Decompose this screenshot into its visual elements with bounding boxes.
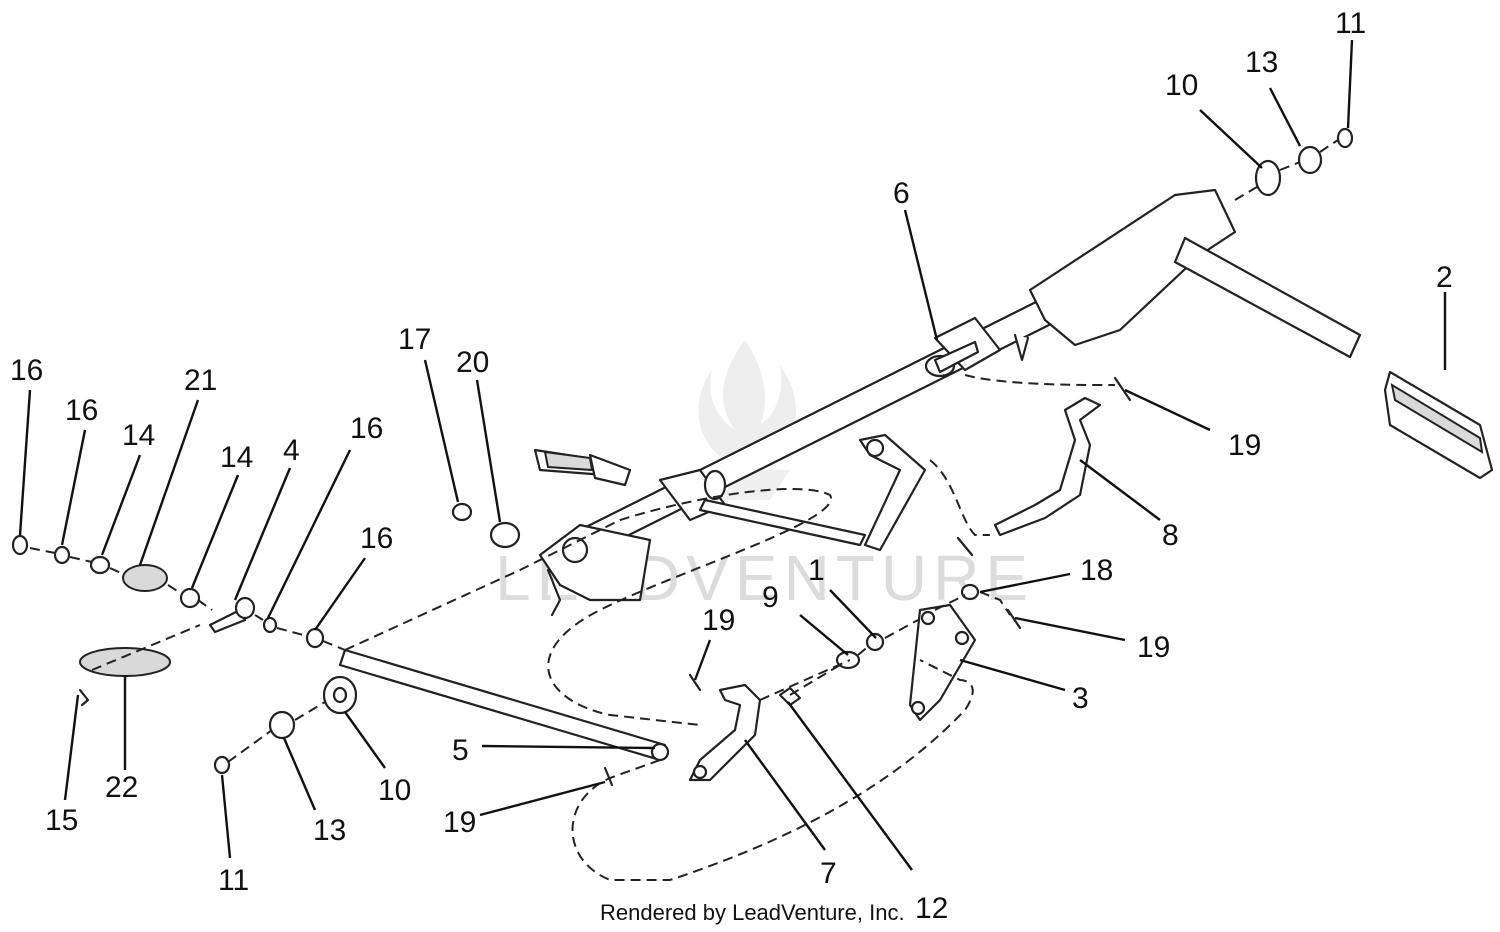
callout-19: 19 [1137,631,1170,664]
left-hardware [11,534,358,775]
callout-11: 11 [1335,7,1366,40]
lower-rod-5 [338,648,670,762]
callout-16: 16 [10,354,43,387]
callout-5: 5 [452,734,469,767]
right-hardware [1254,127,1354,197]
callout-19: 19 [702,604,735,637]
callout-8: 8 [1162,519,1179,552]
render-credit: Rendered by LeadVenture, Inc. [600,900,905,925]
callout-22: 22 [105,771,138,804]
callout-16: 16 [360,522,393,555]
callout-19: 19 [443,806,476,839]
callout-17: 17 [398,323,431,356]
callout-19: 19 [1228,429,1261,462]
callout-12: 12 [915,892,948,925]
callout-7: 7 [820,857,837,890]
bracket-spring [533,448,632,487]
callout-13: 13 [1245,46,1278,79]
bent-rod-8 [993,396,1102,537]
callout-21: 21 [184,364,217,397]
callout-10: 10 [1165,69,1198,102]
callout-20: 20 [456,346,489,379]
callout-18: 18 [1080,554,1113,587]
callout-15: 15 [45,804,78,837]
callout-10: 10 [378,774,411,807]
callout-labels: 6 2 10 13 11 19 8 18 19 3 1 9 19 12 7 5 … [10,7,1453,925]
callout-6: 6 [893,177,910,210]
lever-7 [688,683,762,782]
callout-16: 16 [350,412,383,445]
callout-14: 14 [220,441,253,474]
callout-4: 4 [283,434,300,467]
assembly-lines [29,139,1339,881]
upper-link-rod [698,433,927,552]
callout-14: 14 [122,419,155,452]
callout-13: 13 [313,814,346,847]
pedal-pad-2 [1383,370,1494,480]
leader-lines [18,39,1447,871]
callout-1: 1 [808,554,825,587]
callout-16: 16 [65,394,98,427]
callout-3: 3 [1072,682,1089,715]
callout-9: 9 [762,581,779,614]
bell-crank-3 [908,603,977,722]
callout-11: 11 [218,864,249,897]
callout-2: 2 [1436,261,1453,294]
